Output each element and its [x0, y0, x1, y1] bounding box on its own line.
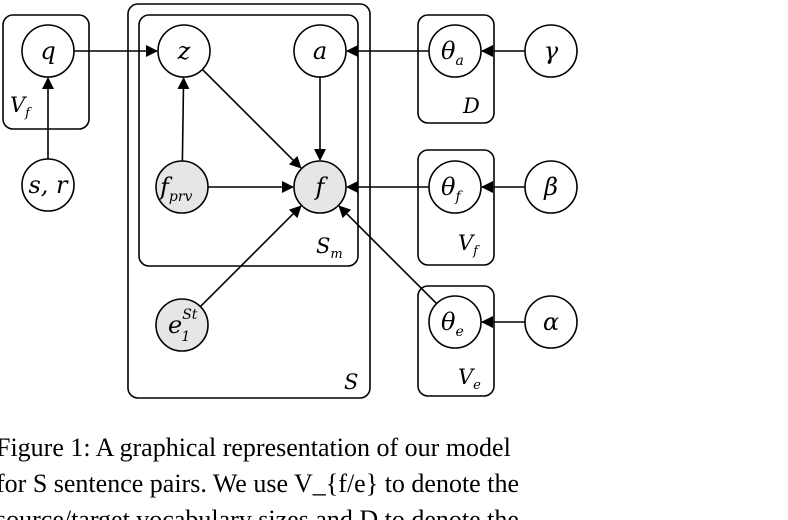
plate-theta-f-label: Vf — [458, 231, 480, 259]
node-beta: β — [524, 160, 578, 214]
edge-z-to-f — [201, 68, 302, 169]
edge-e1-to-f — [199, 205, 302, 308]
edge-fprv-to-z — [177, 76, 190, 162]
node-gamma-label: γ — [544, 37, 559, 65]
node-fprv: fprv — [155, 160, 209, 214]
node-f-circle — [293, 160, 347, 214]
plate-sm-label: Sm — [316, 234, 343, 262]
plate-q — [2, 14, 90, 130]
node-e1-circle — [155, 298, 209, 352]
plate-theta-f — [417, 149, 495, 266]
plate-sm — [138, 14, 359, 267]
node-f: f — [293, 160, 347, 214]
node-theta_f: θf — [428, 160, 482, 214]
figure-caption: Figure 1: A graphical representation of … — [0, 430, 788, 520]
node-q: q — [21, 24, 75, 78]
node-sr-circle — [21, 158, 75, 212]
node-z-circle — [157, 24, 211, 78]
caption-line-2: for S sentence pairs. We use V_{f/e} to … — [0, 469, 519, 498]
plate-s — [127, 3, 371, 399]
caption-line-1: Figure 1: A graphical representation of … — [0, 433, 511, 462]
node-q-circle — [21, 24, 75, 78]
plate-theta-e — [417, 285, 495, 397]
plate-theta-e-label: Ve — [458, 365, 481, 393]
node-a-circle — [293, 24, 347, 78]
node-a: a — [293, 24, 347, 78]
node-theta_e-circle — [428, 295, 482, 349]
node-theta_e: θe — [428, 295, 482, 349]
node-z-label: z — [177, 37, 191, 65]
node-a-label: a — [313, 37, 327, 65]
edge-theta_e-to-f — [338, 205, 438, 305]
caption-line-3: source/target vocabulary sizes and D to … — [0, 505, 519, 520]
node-sr: s, r — [21, 158, 75, 212]
node-alpha: α — [524, 295, 578, 349]
node-q-label: q — [40, 37, 55, 65]
node-gamma: γ — [524, 24, 578, 78]
node-fprv-circle — [155, 160, 209, 214]
node-sr-label: s, r — [28, 171, 69, 199]
node-beta-circle — [524, 160, 578, 214]
plate-q-label: Vf — [10, 93, 32, 121]
plate-s-label: S — [344, 370, 358, 394]
plate-theta-a — [417, 14, 495, 124]
node-theta_a-circle — [428, 24, 482, 78]
node-theta_a: θa — [428, 24, 482, 78]
node-beta-label: β — [543, 173, 558, 201]
node-z: z — [157, 24, 211, 78]
plate-theta-a-label: D — [462, 94, 480, 118]
node-gamma-circle — [524, 24, 578, 78]
node-alpha-circle — [524, 295, 578, 349]
node-alpha-label: α — [543, 308, 559, 336]
node-theta_f-circle — [428, 160, 482, 214]
